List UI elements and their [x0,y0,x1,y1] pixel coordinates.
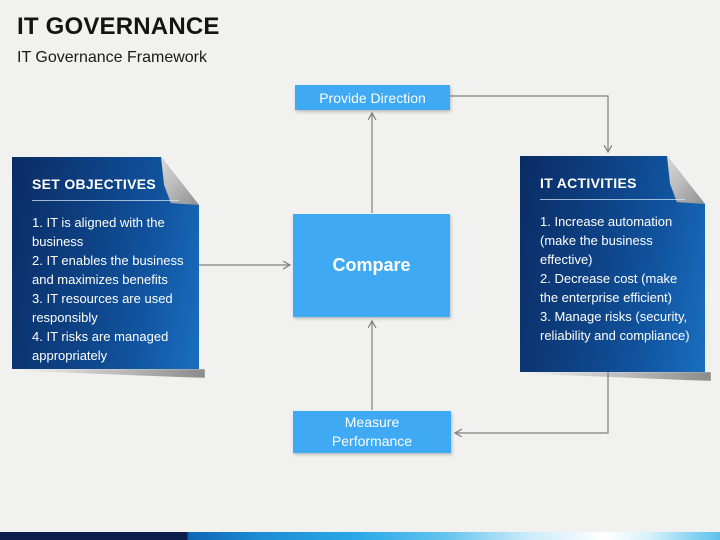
title-underline [32,200,179,201]
list-item: 2. Decrease cost (make the enterprise ef… [540,271,678,305]
set-objectives-title: SET OBJECTIVES [32,176,157,192]
set-objectives-list: 1. IT is aligned with the business 2. IT … [32,213,185,365]
page-title: IT GOVERNANCE [17,13,220,40]
list-item: 3. IT resources are used responsibly [32,291,173,325]
card-shadow [526,372,711,381]
footer-accent-bar [0,532,720,540]
list-item: 2. IT enables the business and maximizes… [32,253,184,287]
set-objectives-card: SET OBJECTIVES 1. IT is aligned with the… [12,157,205,378]
measure-performance-label: Measure Performance [331,414,413,449]
page-subtitle: IT Governance Framework [17,49,207,66]
compare-label: Compare [332,255,411,275]
it-activities-card: IT ACTIVITIES 1. Increase automation (ma… [520,156,711,381]
list-item: 1. Increase automation (make the busines… [540,214,673,267]
compare-box: Compare [293,214,450,317]
it-activities-list: 1. Increase automation (make the busines… [540,212,691,345]
measure-performance-box: Measure Performance [293,411,451,453]
list-item: 4. IT risks are managed appropriately [32,329,169,363]
card-shadow [18,369,205,378]
list-item: 3. Manage risks (security, reliability a… [540,309,690,343]
title-underline [540,199,685,200]
provide-direction-label: Provide Direction [319,89,426,106]
provide-direction-box: Provide Direction [295,85,450,110]
list-item: 1. IT is aligned with the business [32,215,165,249]
it-activities-title: IT ACTIVITIES [540,175,637,191]
